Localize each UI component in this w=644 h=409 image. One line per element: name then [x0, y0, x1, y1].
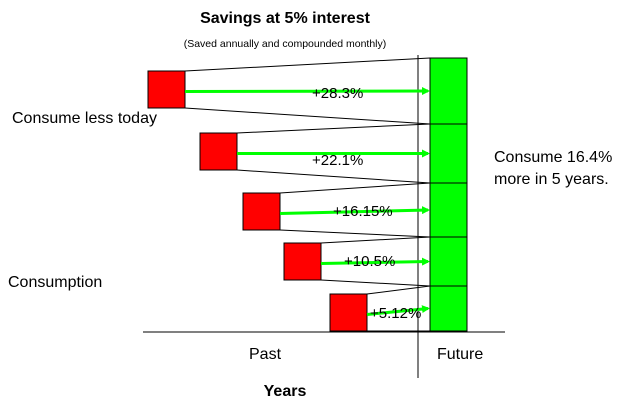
link-line-top-4	[320, 236, 431, 244]
consume-less-label: Consume less today	[12, 110, 157, 127]
growth-arrow-3	[279, 206, 430, 215]
growth-label-4: +10.5%	[344, 253, 395, 270]
link-line-top-3	[279, 182, 431, 194]
years-axis-title: Years	[263, 383, 307, 400]
future-box-1	[429, 57, 468, 125]
consume-more-label: Consume 16.4% more in 5 years.	[494, 147, 612, 191]
diagram-subtitle: (Saved annually and compounded monthly)	[183, 38, 387, 50]
future-label: Future	[437, 346, 484, 363]
future-box-4	[429, 236, 468, 287]
consume-more-line2: more in 5 years.	[494, 171, 609, 188]
link-line-bottom-2	[236, 169, 431, 184]
link-line-bottom-1	[184, 107, 431, 125]
link-line-bottom-3	[279, 229, 431, 238]
consume-more-line1: Consume 16.4%	[494, 149, 613, 166]
future-box-3	[429, 182, 468, 238]
growth-arrow-1	[184, 87, 430, 96]
growth-label-1: +28.3%	[312, 85, 363, 102]
present-box-1	[147, 70, 186, 109]
link-line-top-1	[184, 57, 431, 72]
growth-arrow-4	[320, 257, 430, 266]
present-box-3	[242, 192, 281, 231]
present-box-5	[329, 293, 368, 332]
future-box-5	[429, 285, 468, 332]
link-line-top-2	[236, 123, 431, 134]
future-box-2	[429, 123, 468, 184]
growth-label-3: +16.15%	[333, 203, 393, 220]
link-line-top-5	[366, 285, 431, 295]
diagram-title: Savings at 5% interest	[200, 10, 370, 27]
growth-label-5: +5.12%	[370, 305, 421, 322]
present-box-2	[199, 132, 238, 171]
past-label: Past	[249, 346, 282, 363]
link-line-bottom-4	[320, 279, 431, 287]
growth-label-2: +22.1%	[312, 152, 363, 169]
consumption-label: Consumption	[8, 274, 103, 291]
growth-arrow-5	[366, 305, 430, 316]
present-box-4	[283, 242, 322, 281]
